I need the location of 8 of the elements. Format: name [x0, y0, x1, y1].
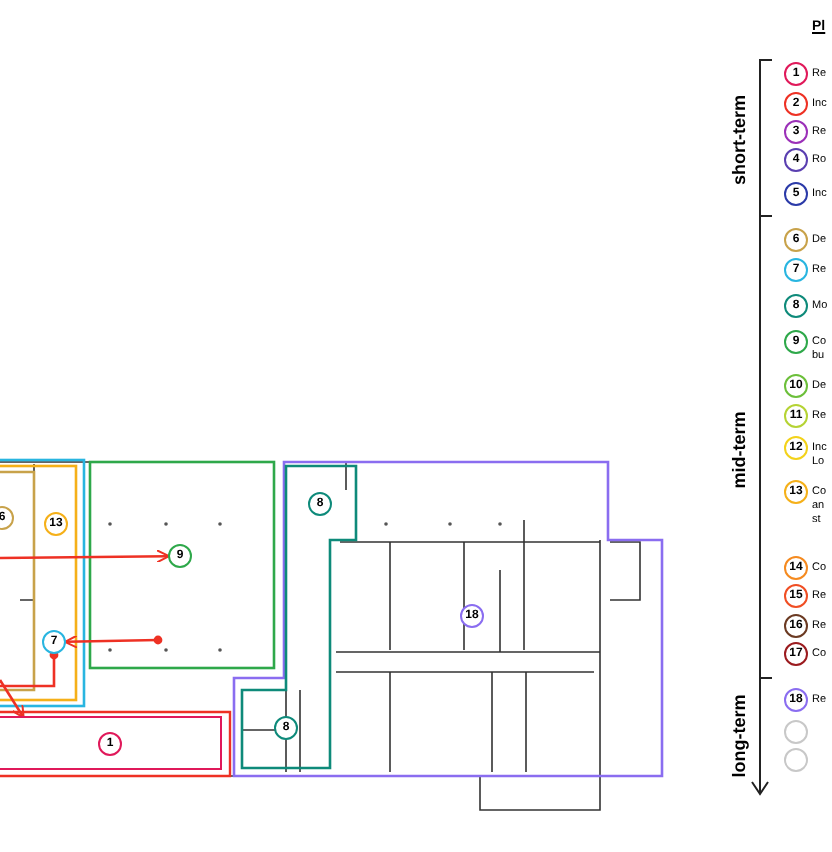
- phase-label: short-term: [731, 95, 749, 185]
- phase-label: long-term: [731, 694, 749, 778]
- region-box: [0, 716, 222, 770]
- phase-label: mid-term: [731, 411, 749, 489]
- arrow: [0, 650, 59, 688]
- arrow: [0, 679, 25, 719]
- arrow: [0, 549, 170, 564]
- arrow: [64, 634, 163, 649]
